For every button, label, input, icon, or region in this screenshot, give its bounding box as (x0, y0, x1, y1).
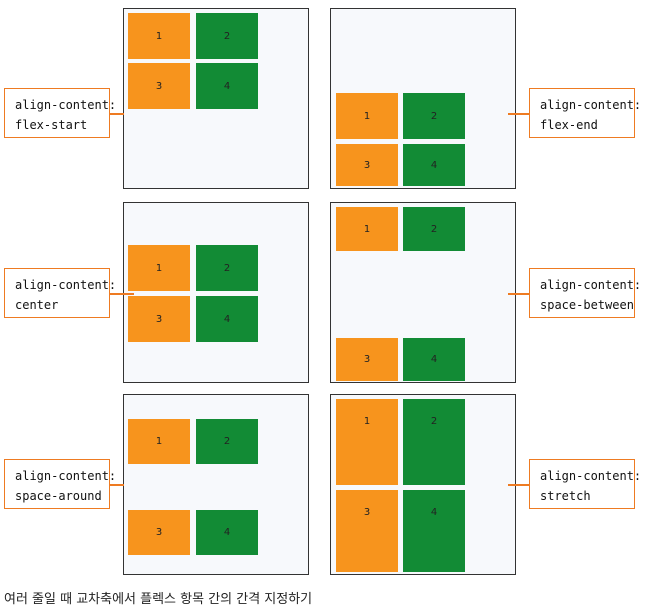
flex-item-4: 4 (403, 144, 465, 186)
flex-start-label: align-content:flex-start (4, 88, 116, 138)
flex-item-3: 3 (336, 144, 398, 186)
flex-item-1: 1 (128, 245, 190, 291)
flex-item-4: 4 (403, 338, 465, 381)
space-between-label: align-content:space-between (529, 268, 641, 318)
flex-item-1: 1 (336, 93, 398, 139)
flex-item-1: 1 (128, 419, 190, 464)
flex-item-2: 2 (196, 245, 258, 291)
flex-end-panel: 1 2 3 4 (330, 8, 516, 189)
stretch-connector (508, 484, 530, 486)
flex-item-1: 1 (336, 399, 398, 485)
flex-item-3: 3 (128, 296, 190, 342)
stretch-panel: 1 2 3 4 (330, 394, 516, 575)
space-around-connector (109, 484, 124, 486)
flex-item-3: 3 (336, 490, 398, 572)
figure-caption: 여러 줄일 때 교차축에서 플렉스 항목 간의 간격 지정하기 (4, 592, 313, 607)
flex-item-2: 2 (403, 93, 465, 139)
space-between-connector (508, 293, 530, 295)
flex-item-3: 3 (128, 63, 190, 109)
flex-item-4: 4 (196, 63, 258, 109)
flex-start-panel: 1 2 3 4 (123, 8, 309, 189)
space-around-panel: 1 2 3 4 (123, 394, 309, 575)
flex-start-connector (109, 113, 124, 115)
flex-item-4: 4 (196, 510, 258, 555)
flex-item-4: 4 (196, 296, 258, 342)
flex-item-3: 3 (128, 510, 190, 555)
flex-item-1: 1 (336, 207, 398, 251)
flex-item-2: 2 (403, 207, 465, 251)
center-connector (109, 293, 134, 295)
flex-item-1: 1 (128, 13, 190, 59)
space-between-panel: 1 2 3 4 (330, 202, 516, 383)
flex-item-3: 3 (336, 338, 398, 381)
stretch-label: align-content:stretch (529, 459, 641, 509)
center-label: align-content:center (4, 268, 116, 318)
flex-item-2: 2 (196, 419, 258, 464)
flex-end-label: align-content:flex-end (529, 88, 641, 138)
center-panel: 1 2 3 4 (123, 202, 309, 383)
flex-end-connector (508, 113, 530, 115)
flex-item-2: 2 (403, 399, 465, 485)
space-around-label: align-content:space-around (4, 459, 116, 509)
flex-item-2: 2 (196, 13, 258, 59)
flex-item-4: 4 (403, 490, 465, 572)
